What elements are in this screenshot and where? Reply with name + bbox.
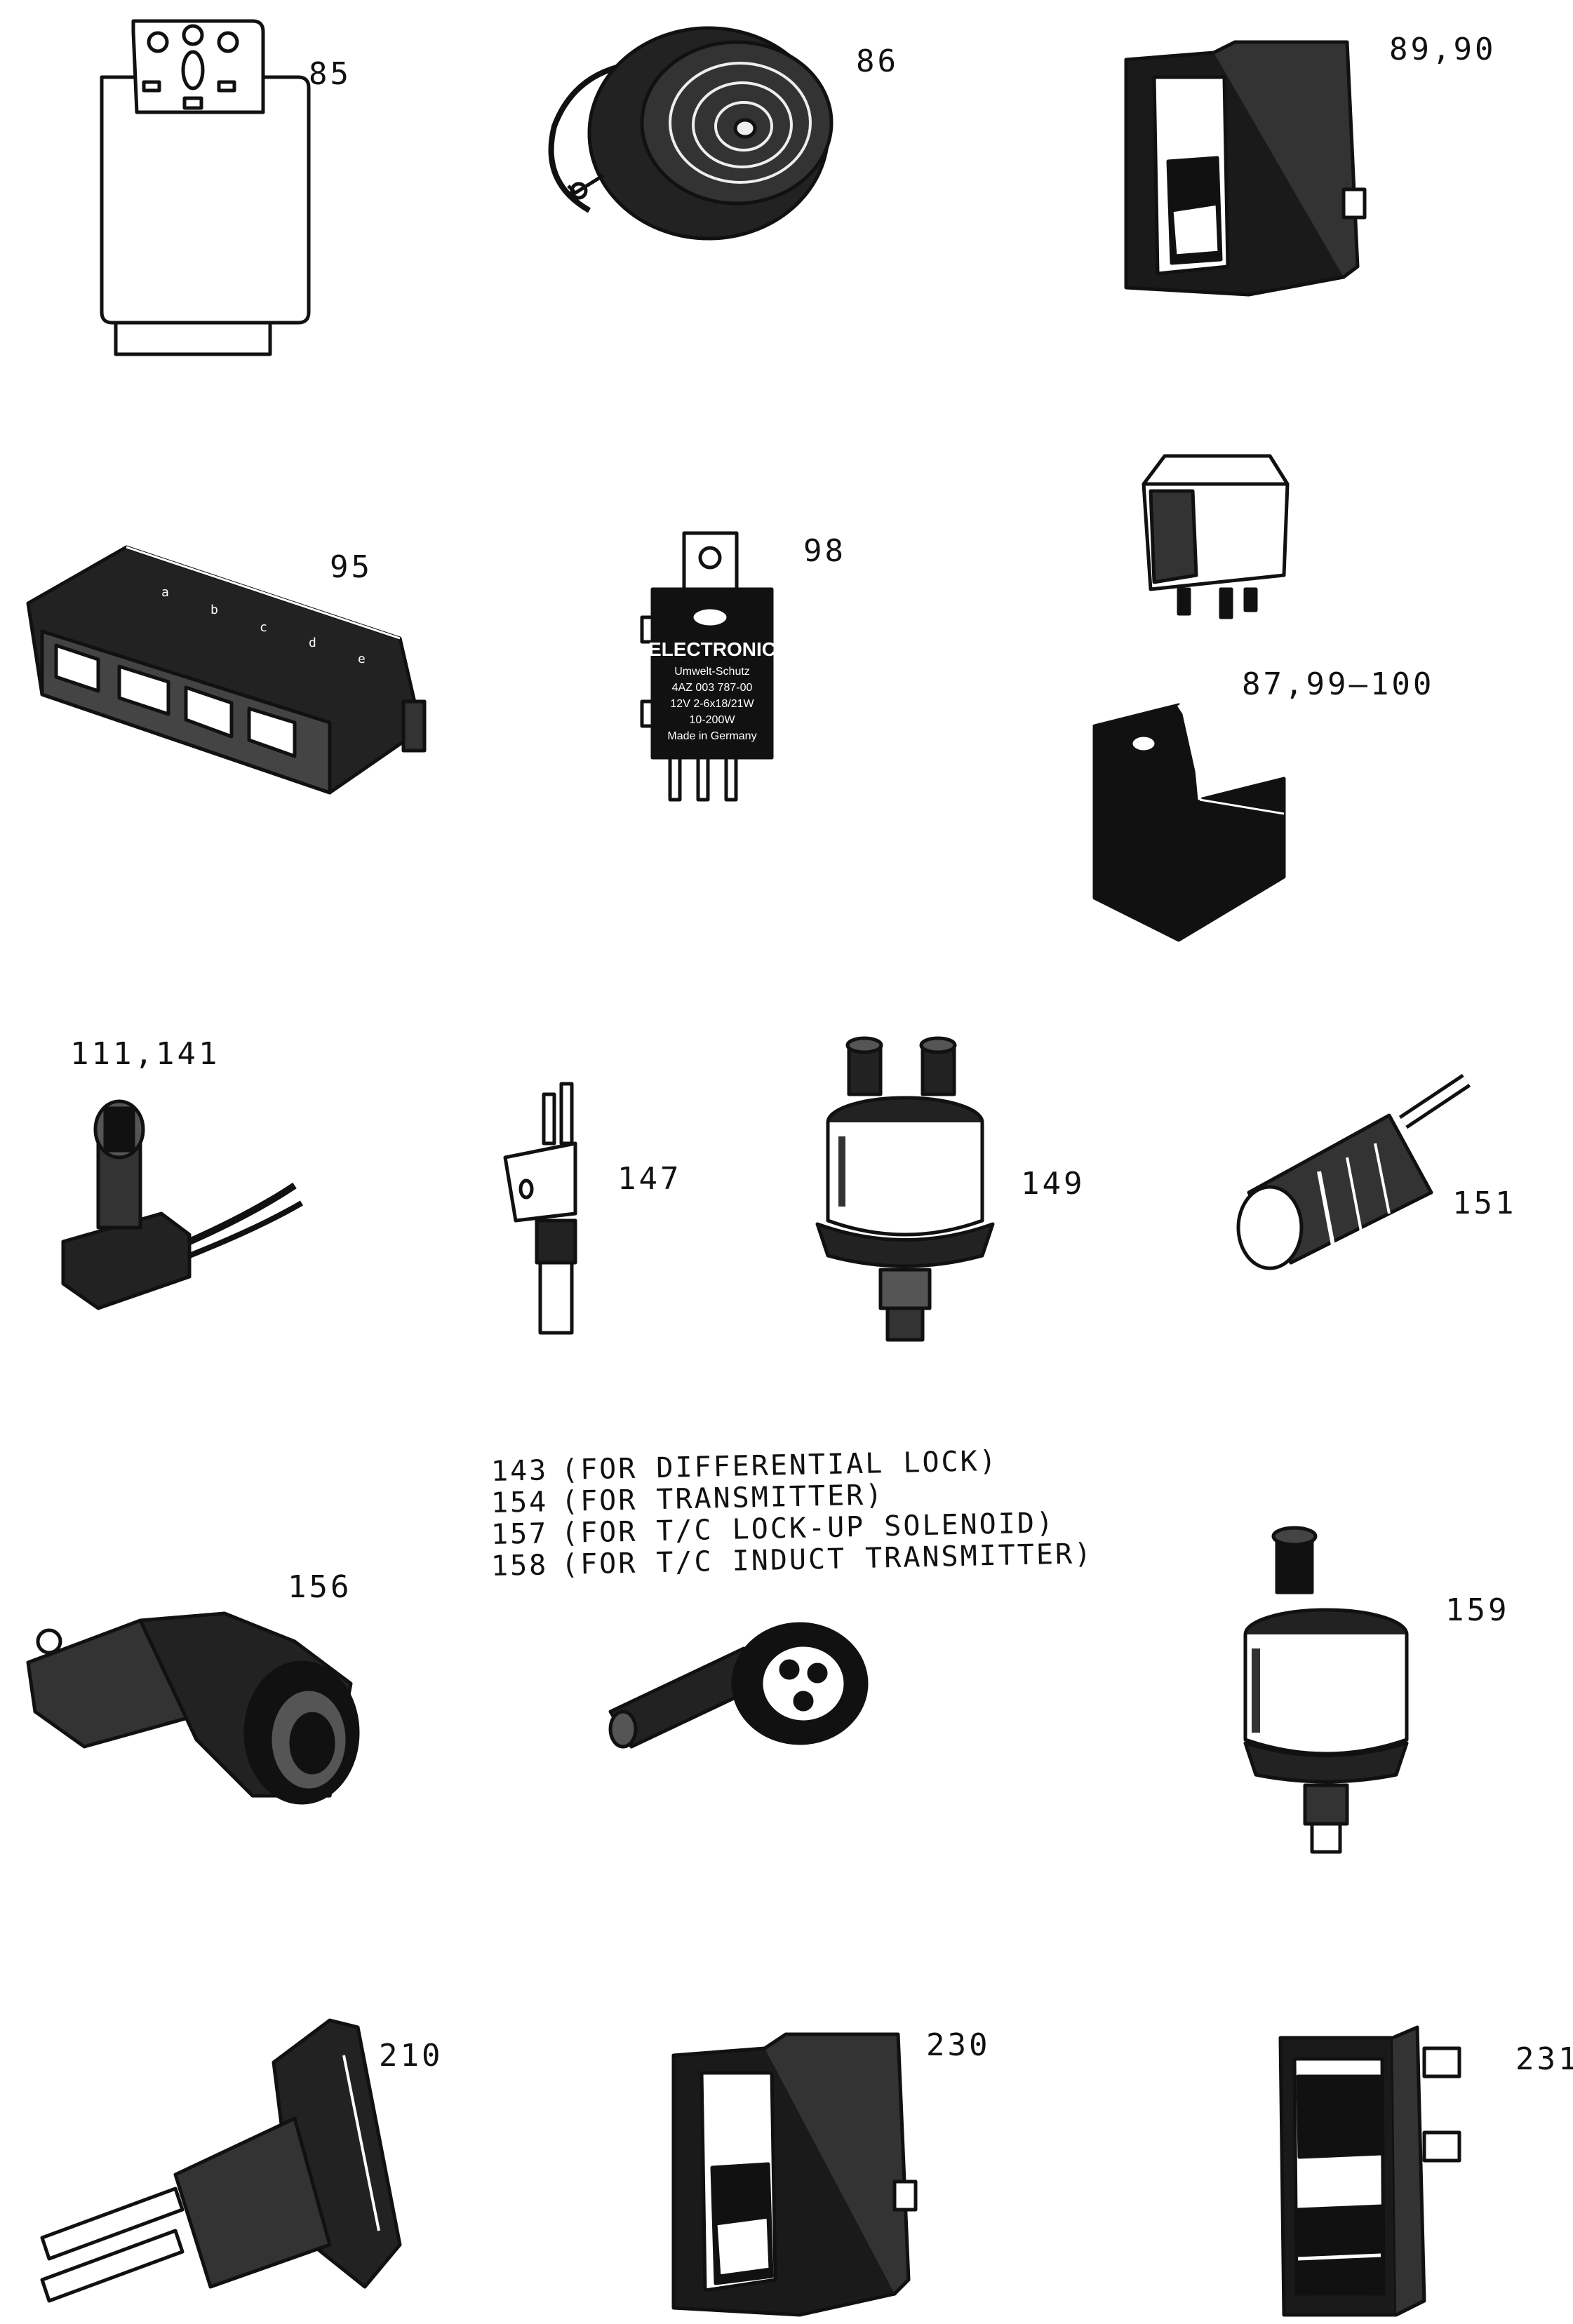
part-98-flasher-icon: [640, 531, 774, 802]
label-95: 95: [330, 549, 373, 585]
label-230: 230: [926, 2027, 991, 2063]
part-89-90-rocker-switch-icon: [1124, 40, 1367, 297]
note-number: 143: [490, 1454, 549, 1488]
label-89-90: 89,90: [1389, 32, 1497, 67]
svg-text:d: d: [309, 636, 316, 650]
svg-text:e: e: [358, 652, 366, 666]
part-151-proximity-switch-icon: [1236, 1073, 1471, 1270]
part-210-lamp-holder-icon: [40, 2018, 402, 2303]
label-111-141: 111,141: [70, 1036, 220, 1072]
part-230-rocker-switch-icon: [671, 2032, 918, 2317]
svg-text:a: a: [161, 585, 169, 600]
svg-text:ELECTRONIC: ELECTRONIC: [648, 638, 776, 660]
svg-text:Umwelt-Schutz: Umwelt-Schutz: [674, 666, 750, 678]
part-86-buzzer-icon: [548, 26, 834, 241]
svg-text:10-200W: 10-200W: [690, 714, 736, 726]
flasher-printed-text: ELECTRONIC Umwelt-Schutz 4AZ 003 787-00 …: [648, 638, 776, 742]
part-159-sender-icon: [1243, 1526, 1409, 1854]
note-number: 158: [490, 1549, 549, 1583]
part-156-angled-connector-icon: [26, 1611, 360, 1805]
part-87-99-100-bracket-icon: [1092, 703, 1286, 942]
part-95-fuse-box-icon: a b c d e: [26, 545, 427, 795]
svg-text:12V 2-6x18/21W: 12V 2-6x18/21W: [670, 698, 754, 710]
label-87-99-100: 87,99–100: [1242, 666, 1435, 702]
part-143-154-157-158-plug-icon: [608, 1622, 869, 1749]
part-147-temperature-sensor-icon: [503, 1082, 577, 1335]
part-231-rocker-switch-icon: [1278, 2025, 1461, 2317]
label-210: 210: [379, 2038, 443, 2074]
label-156: 156: [288, 1569, 352, 1605]
label-147: 147: [617, 1161, 682, 1197]
svg-text:b: b: [210, 603, 218, 617]
label-231: 231: [1515, 2041, 1573, 2077]
note-number: 157: [490, 1517, 549, 1551]
part-149-pressure-sender-icon: [815, 1036, 995, 1342]
label-149: 149: [1021, 1166, 1085, 1202]
note-number: 154: [490, 1486, 549, 1519]
label-85: 85: [309, 56, 352, 92]
label-159: 159: [1445, 1592, 1510, 1628]
label-86: 86: [856, 43, 899, 79]
label-98: 98: [803, 533, 846, 569]
svg-text:Made in Germany: Made in Germany: [667, 730, 756, 742]
part-87-99-100-relay-icon: [1142, 454, 1290, 619]
label-151: 151: [1452, 1185, 1517, 1221]
svg-text:4AZ 003 787-00: 4AZ 003 787-00: [672, 682, 753, 694]
svg-text:c: c: [260, 620, 267, 635]
part-111-141-switch-icon: [61, 1099, 304, 1310]
part-85-relay-icon: [100, 19, 311, 356]
